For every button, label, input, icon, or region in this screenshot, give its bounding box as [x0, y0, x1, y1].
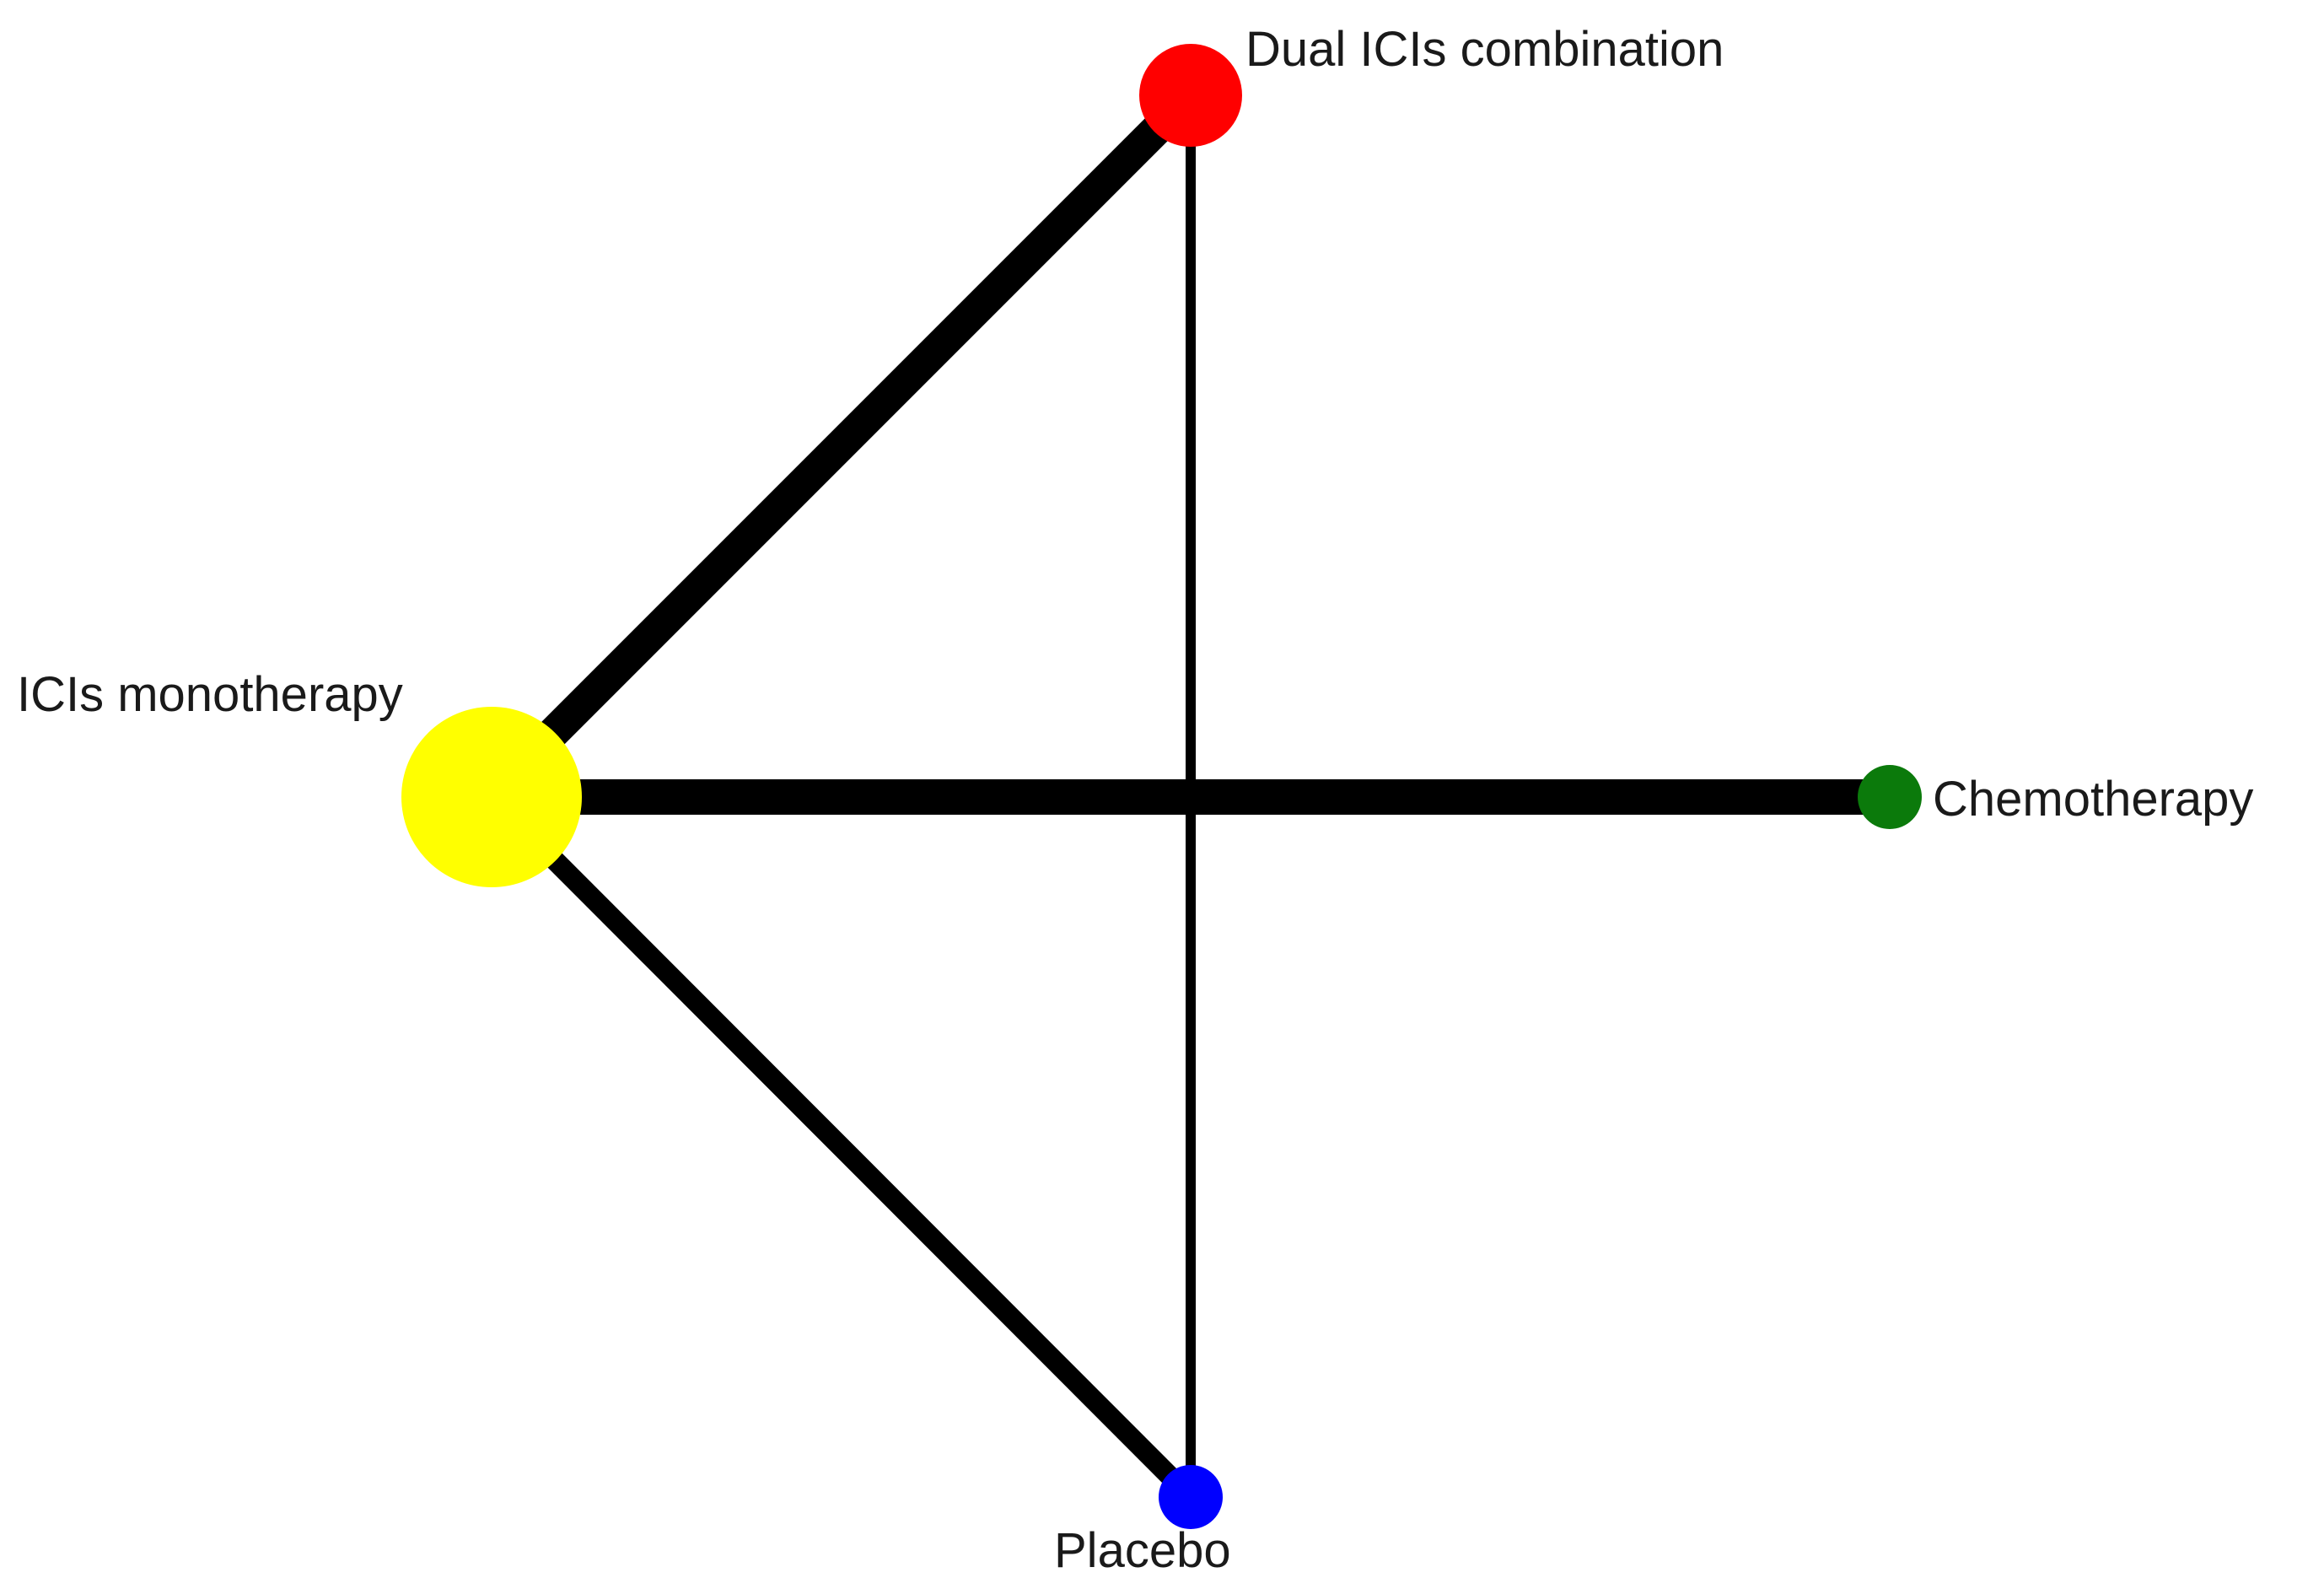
edge-mono-dual [477, 83, 1202, 809]
node-mono [401, 707, 582, 887]
label-chemo: Chemotherapy [1933, 772, 2253, 827]
node-chemo [1858, 765, 1922, 829]
label-placebo: Placebo [1054, 1523, 1231, 1578]
label-mono: ICIs monotherapy [17, 667, 403, 722]
edge-mono-placebo [484, 789, 1198, 1505]
label-dual: Dual ICIs combination [1245, 22, 1724, 77]
node-dual [1139, 44, 1242, 147]
node-placebo [1159, 1465, 1223, 1529]
